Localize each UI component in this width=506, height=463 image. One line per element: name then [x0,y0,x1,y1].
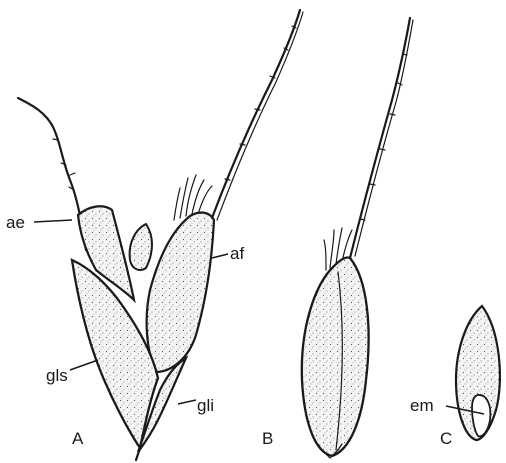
upper-awn-af [212,10,300,218]
upper-awn-af-inner [217,12,303,220]
label-panel-b: B [262,429,273,448]
leader-af [212,254,228,258]
label-panel-c: C [440,429,452,448]
label-gli: gli [197,396,214,415]
label-panel-a: A [72,429,84,448]
embryo-em [472,395,490,436]
lower-awn-ae [18,98,86,250]
floret-b-body [302,257,369,456]
panel-a-spikelet [18,10,303,460]
label-gls: gls [46,366,68,385]
upper-glume-gls [72,260,158,448]
palea-tip [130,224,152,270]
label-em: em [410,396,434,415]
leader-ae [34,220,72,222]
label-af: af [230,244,244,263]
leader-gls [70,360,98,370]
panel-c-caryopsis [456,306,500,440]
label-ae: ae [6,213,25,232]
leader-gli [178,400,196,404]
upper-floret [147,213,214,372]
awn-b [350,18,410,258]
panel-b-floret [302,18,413,458]
